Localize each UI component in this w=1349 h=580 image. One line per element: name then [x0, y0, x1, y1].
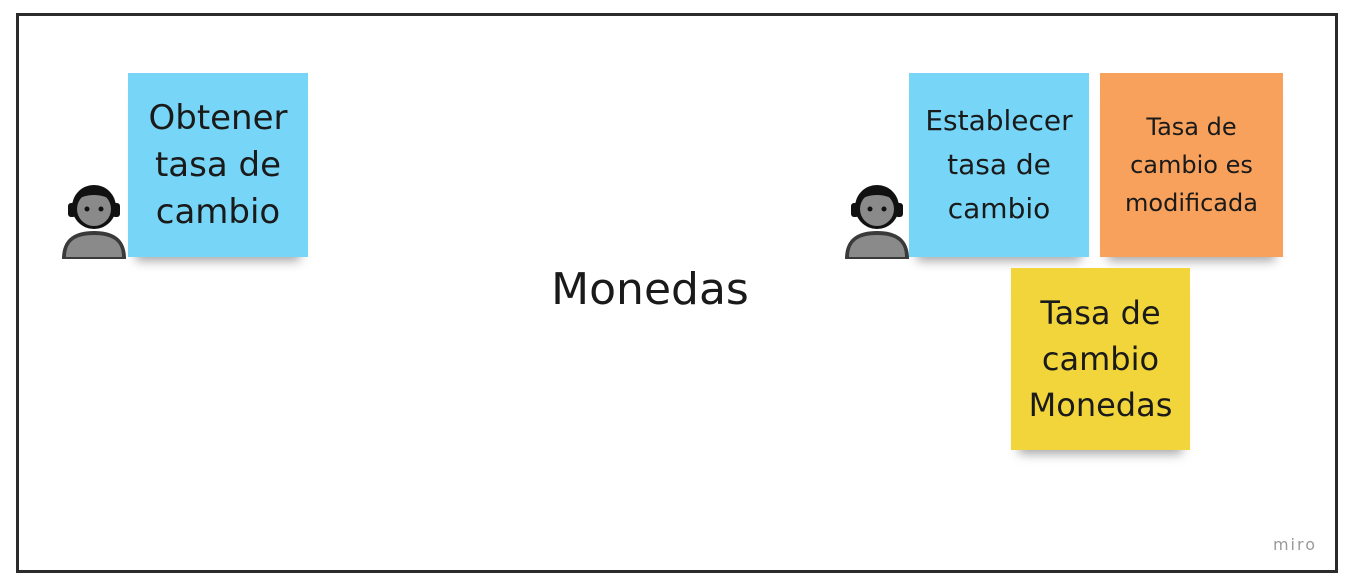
- sticky-note-text: Obtener tasa de cambio: [148, 97, 288, 232]
- person-icon[interactable]: [60, 177, 128, 261]
- board-title[interactable]: Monedas: [551, 264, 749, 315]
- miro-logo: miro: [1272, 535, 1317, 554]
- sticky-note-tasa-monedas[interactable]: Tasa de cambio Monedas: [1011, 268, 1190, 450]
- sticky-note-obtener-tasa[interactable]: Obtener tasa de cambio: [128, 73, 308, 257]
- person-icon[interactable]: [843, 177, 911, 261]
- sticky-note-establecer-tasa[interactable]: Establecer tasa de cambio: [909, 73, 1089, 257]
- sticky-note-tasa-modificada[interactable]: Tasa de cambio es modificada: [1100, 73, 1283, 257]
- sticky-note-text: Establecer tasa de cambio: [925, 104, 1073, 225]
- sticky-note-text: Tasa de cambio Monedas: [1028, 294, 1173, 424]
- sticky-note-text: Tasa de cambio es modificada: [1125, 113, 1258, 217]
